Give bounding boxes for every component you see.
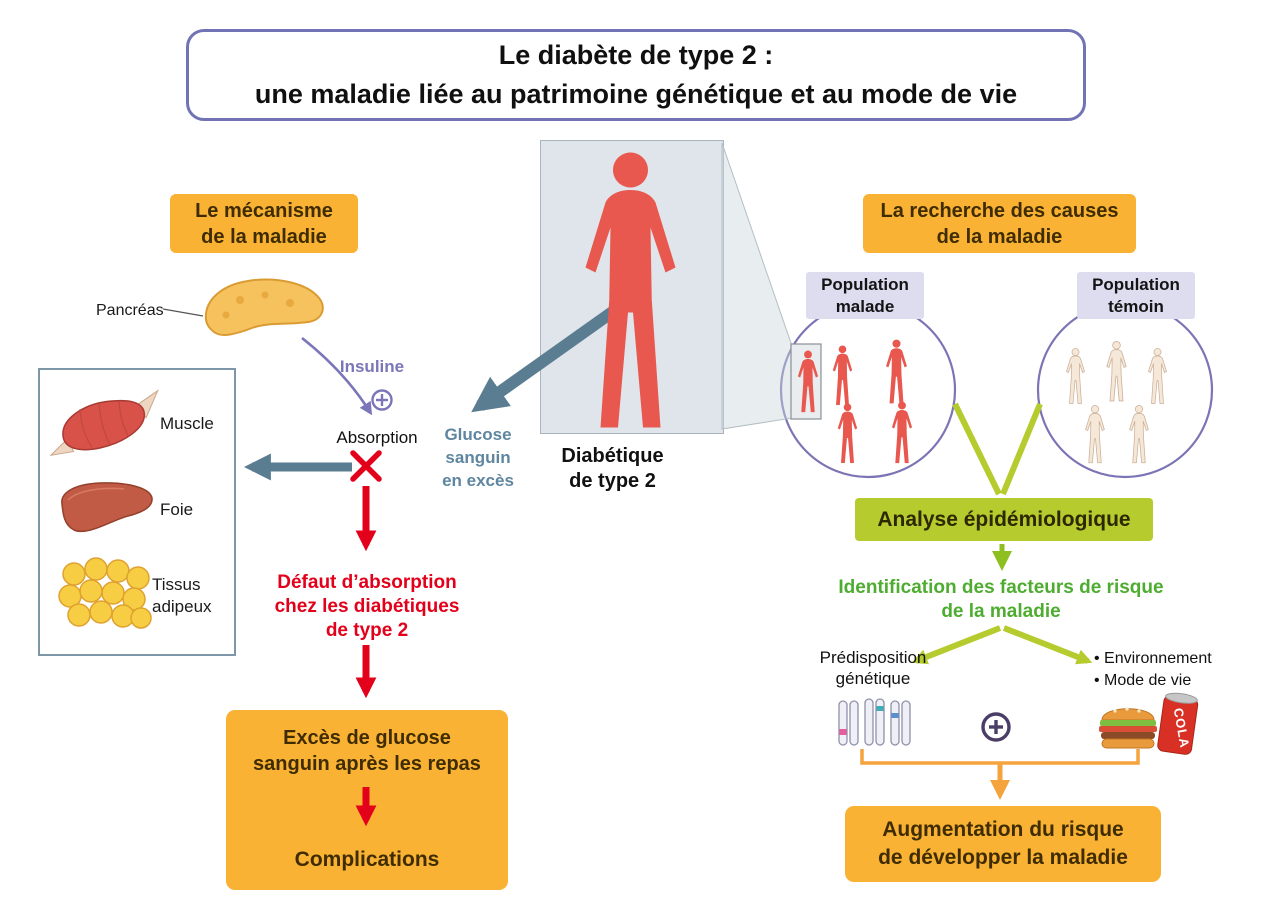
split-arrow-right [1002,625,1093,665]
body-panel [540,140,724,434]
converge-line-left [952,402,1002,496]
chromosome-icons [838,698,911,746]
complications-text: Complications [294,848,440,871]
magnifier-funnel [721,142,793,430]
figure-label: Diabétique de type 2 [561,445,664,492]
population-temoin-circle [1036,301,1214,479]
combine-bracket [860,749,1140,765]
insuline-label: Insuline [339,357,405,376]
augmentation-box: Augmentation du risque de développer la … [845,806,1161,882]
sample-figure-box [790,343,822,420]
muscle-label: Muscle [160,414,214,433]
glucose-label: Glucose sanguin en excès [442,425,514,490]
burger-icon [1099,707,1157,749]
converge-line-right [1000,402,1043,496]
cola-can-icon: COLA [1157,692,1199,755]
malade-figures [832,339,913,464]
environnement-list: • Environnement • Mode de vie [1094,650,1212,689]
population-malade-label: Population malade [806,272,924,319]
identification-text: Identification des facteurs de risque de… [838,577,1164,622]
blocked-x-icon [350,450,382,482]
analyse-box: Analyse épidémiologique [855,498,1153,541]
population-temoin-label: Population témoin [1077,272,1195,319]
liver-label: Foie [160,500,194,519]
plus-icon [371,389,393,411]
exces-text: Excès de glucose sanguin après les repas [253,727,481,775]
title-box: Le diabète de type 2 : une maladie liée … [186,29,1086,121]
population-malade-circle [779,301,957,479]
absorption-label: Absorption [336,428,418,447]
sample-figure [797,350,819,413]
pancreas-label: Pancréas [96,302,164,319]
pancreas-icon [204,278,324,336]
mechanism-header: Le mécanisme de la maladie [170,194,358,253]
temoin-figures [1066,341,1167,464]
exces-box: Excès de glucose sanguin après les repas… [226,710,508,890]
adipose-label: Tissus adipeux [152,575,212,617]
pancreas-pointer-line [162,308,204,317]
plus-icon-large [981,712,1011,742]
research-header: La recherche des causes de la maladie [863,194,1136,253]
predisposition-label: Prédisposition génétique [819,648,927,689]
cola-label: COLA [1171,707,1193,750]
defaut-text: Défaut d’absorption chez les diabétiques… [274,572,460,641]
